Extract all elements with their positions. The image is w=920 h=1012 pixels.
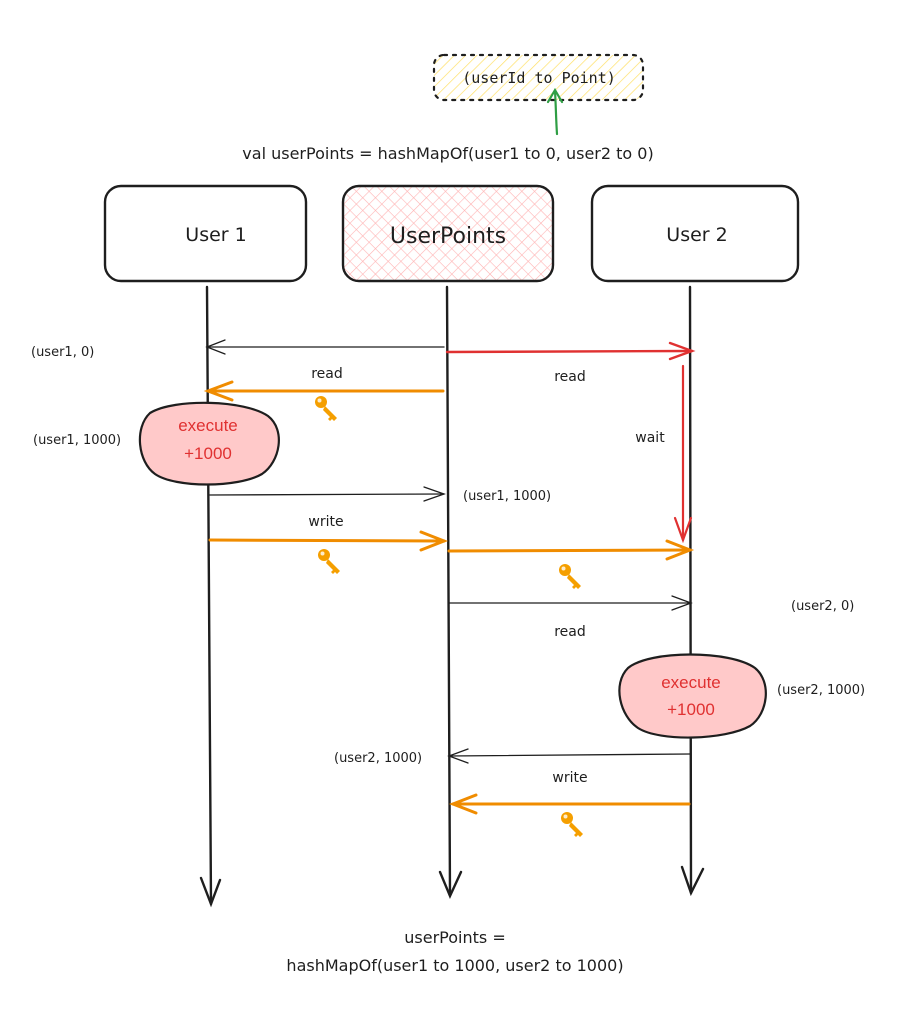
note-pointer-arrow <box>546 87 564 136</box>
label-user1-read: read <box>311 366 343 382</box>
label-user2-read-1: read <box>554 369 586 385</box>
value-user2-written: (user2, 1000) <box>334 751 422 766</box>
execute-user1: execute +1000 <box>138 401 280 486</box>
result-line2: hashMapOf(user1 to 1000, user2 to 1000) <box>286 956 623 975</box>
label-user2-read-2: read <box>554 624 586 640</box>
label-user2-write: write <box>552 770 587 786</box>
lifeline-user-points-arrowhead <box>438 870 463 899</box>
execute-user2-line1: execute <box>661 673 721 692</box>
type-note-label: (userId to Point) <box>462 69 616 87</box>
lifeline-user1 <box>205 285 213 906</box>
execute-user1-line1: execute <box>178 416 238 435</box>
label-user1-write: write <box>308 514 343 530</box>
lane-user2-label: User 2 <box>666 224 727 246</box>
arrow-user2-write <box>448 793 691 815</box>
label-user2-wait: wait <box>635 430 665 446</box>
lifeline-user-points <box>445 285 452 897</box>
key-icon <box>561 812 583 837</box>
key-icon <box>318 549 340 574</box>
key-icon <box>559 564 581 589</box>
lifeline-user2 <box>688 285 693 895</box>
lane-user-points: UserPoints <box>341 184 555 283</box>
lifelines <box>199 285 705 908</box>
value-user1-initial: (user1, 0) <box>31 345 94 360</box>
lane-user2: User 2 <box>590 184 800 283</box>
arrow-userpoints-to-user1-initial <box>205 339 445 355</box>
lane-user1: User 1 <box>103 184 308 283</box>
arrow-user1-read <box>203 380 445 402</box>
value-user1-after-exec: (user1, 1000) <box>33 433 121 448</box>
lane-user-points-label: UserPoints <box>390 224 506 249</box>
execute-user2: execute +1000 <box>618 653 767 739</box>
arrow-user1-write <box>208 530 449 552</box>
value-user2-initial: (user2, 0) <box>791 599 854 614</box>
lifeline-user1-arrowhead <box>199 876 222 908</box>
arrow-user2-to-userpoints-value <box>447 748 691 764</box>
arrow-user2-read-blocked <box>445 341 696 361</box>
arrow-userpoints-to-user2-initial <box>448 595 693 611</box>
execute-user1-line2: +1000 <box>184 444 232 463</box>
value-user1-written: (user1, 1000) <box>463 489 551 504</box>
arrow-user1-to-userpoints-value <box>209 486 446 502</box>
lifeline-user2-arrowhead <box>680 865 705 897</box>
result-line1: userPoints = <box>404 928 505 947</box>
init-code: val userPoints = hashMapOf(user1 to 0, u… <box>242 144 653 163</box>
value-user2-after-exec: (user2, 1000) <box>777 683 865 698</box>
arrow-lock-to-user2 <box>447 539 695 561</box>
arrow-user2-wait <box>673 364 693 544</box>
type-note: (userId to Point) <box>432 53 645 102</box>
key-icon <box>315 396 337 421</box>
execute-user2-line2: +1000 <box>667 700 715 719</box>
lane-user1-label: User 1 <box>185 224 246 246</box>
